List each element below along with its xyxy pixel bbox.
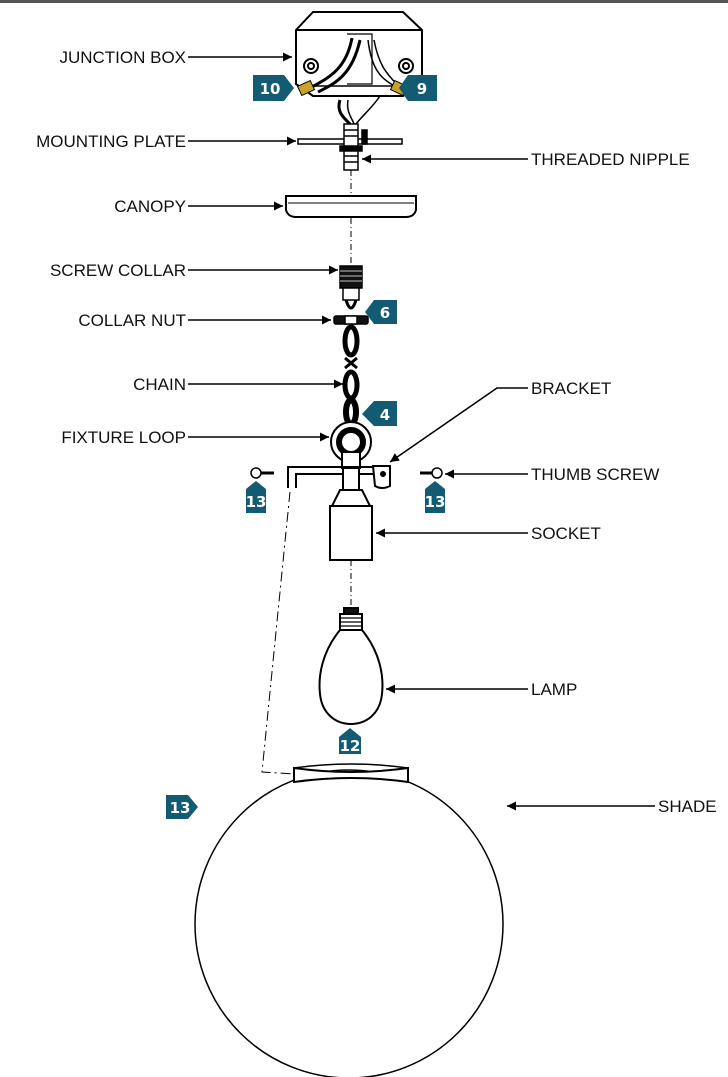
svg-text:9: 9 [417, 80, 427, 98]
label-lamp: LAMP [531, 680, 577, 699]
label-bracket: BRACKET [531, 379, 611, 398]
svg-text:13: 13 [246, 493, 267, 511]
label-thumb-screw: THUMB SCREW [531, 465, 659, 484]
step-badge-13-shade: 13 [166, 795, 198, 819]
label-canopy: CANOPY [114, 197, 186, 216]
shade [194, 763, 504, 1077]
svg-text:6: 6 [380, 304, 390, 322]
step-badge-13-left: 13 [246, 481, 267, 513]
step-badge-12: 12 [339, 728, 361, 755]
step-badge-13-right: 13 [425, 481, 446, 513]
canopy [285, 195, 417, 218]
svg-text:13: 13 [170, 799, 191, 817]
label-screw-collar: SCREW COLLAR [50, 261, 186, 280]
thumb-screw-right [420, 467, 443, 479]
label-collar-nut: COLLAR NUT [78, 311, 186, 330]
svg-text:13: 13 [425, 493, 446, 511]
label-socket: SOCKET [531, 524, 601, 543]
thumb-screw-left [250, 467, 274, 479]
step-badge-9: 9 [399, 75, 437, 101]
label-threaded-nipple: THREADED NIPPLE [531, 150, 690, 169]
junction-box [295, 11, 423, 97]
collar-nut [333, 315, 369, 325]
step-badge-4: 4 [362, 401, 397, 426]
label-mounting-plate: MOUNTING PLATE [36, 132, 186, 151]
lamp [318, 607, 384, 726]
label-chain: CHAIN [133, 375, 186, 394]
socket [329, 467, 373, 561]
threaded-nipple [339, 123, 363, 171]
fixture-loop [330, 421, 372, 469]
svg-text:10: 10 [260, 80, 281, 98]
svg-text:4: 4 [380, 406, 390, 424]
bracket-to-shade-guide [261, 491, 295, 775]
bracket [287, 465, 391, 489]
top-rule [0, 0, 728, 3]
label-fixture-loop: FIXTURE LOOP [61, 428, 186, 447]
screw-collar [339, 265, 363, 310]
svg-text:12: 12 [340, 737, 361, 755]
chain [342, 324, 360, 427]
label-shade: SHADE [658, 797, 717, 816]
label-junction-box: JUNCTION BOX [59, 48, 186, 67]
step-badge-6: 6 [365, 300, 397, 324]
step-badge-10: 10 [253, 75, 294, 101]
leader-lines [188, 52, 655, 811]
